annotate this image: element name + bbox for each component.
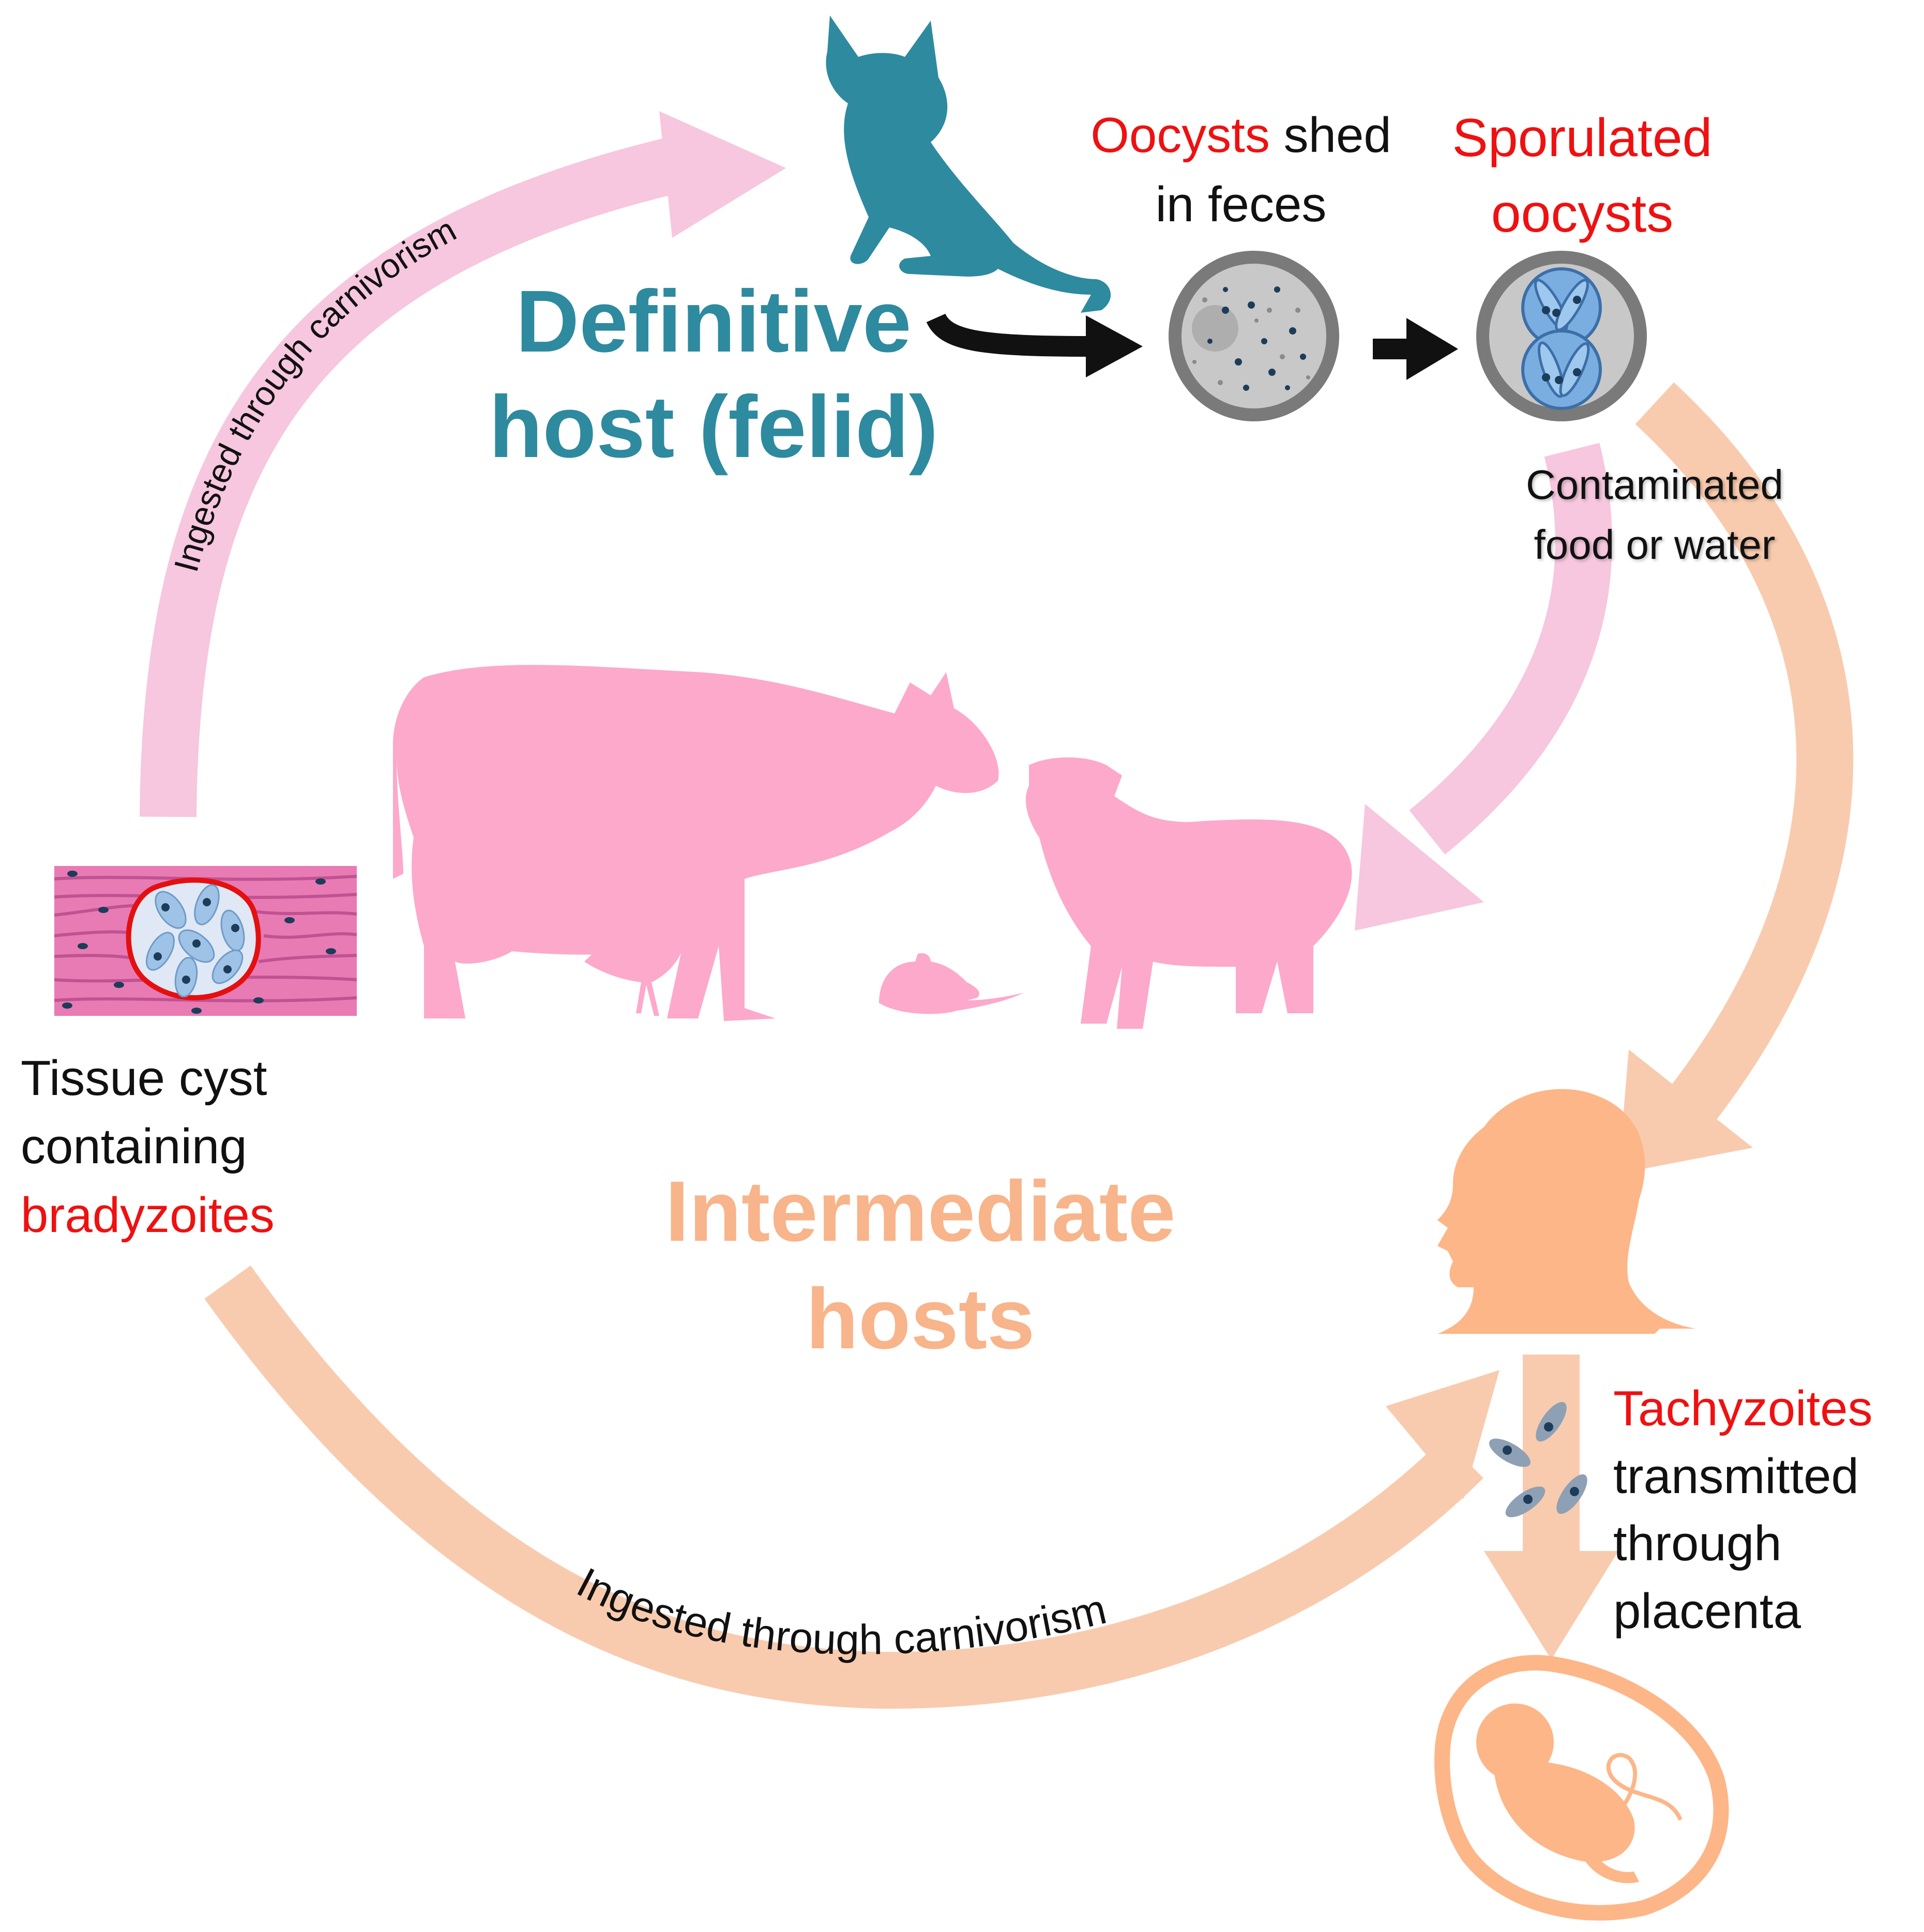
arrow-carnivorism-bottom bbox=[204, 1265, 1499, 1709]
tissue-cyst-label: Tissue cyst containing bradyzoites bbox=[21, 1044, 275, 1250]
contaminated-line1: Contaminated bbox=[1525, 462, 1784, 508]
tissue-cyst-line3: bradyzoites bbox=[21, 1187, 275, 1243]
tachyzoites-line4: placenta bbox=[1613, 1583, 1801, 1639]
intermediate-line1: Intermediate bbox=[665, 1164, 1176, 1259]
intermediate-hosts-label: Intermediate hosts bbox=[615, 1158, 1225, 1373]
definitive-host-label: Definitive host (felid) bbox=[465, 269, 962, 480]
bird-icon bbox=[584, 918, 695, 1016]
arrow-oocyst-to-woman bbox=[1618, 382, 1854, 1174]
arrow-tissue-to-cat bbox=[140, 111, 786, 817]
tachyzoites-label: Tachyzoites transmitted through placenta bbox=[1613, 1375, 1873, 1645]
arrow-oocyst-to-sporulated bbox=[1373, 318, 1458, 380]
fetus-icon bbox=[1434, 1655, 1729, 1921]
tissue-cyst-line2: containing bbox=[21, 1119, 247, 1175]
tissue-cyst-line1: Tissue cyst bbox=[21, 1051, 267, 1106]
woman-head-icon bbox=[1437, 1089, 1696, 1334]
tachyzoites-line2: transmitted bbox=[1613, 1448, 1859, 1504]
tachyzoites-line1: Tachyzoites bbox=[1613, 1381, 1873, 1436]
tachyzoites-line3: through bbox=[1613, 1516, 1782, 1572]
sporulated-label: Sporulated oocysts bbox=[1417, 101, 1748, 251]
cow-icon bbox=[393, 665, 999, 1021]
tissue-cyst-icon bbox=[54, 866, 357, 1016]
oocysts-red-text: Oocysts bbox=[1090, 108, 1270, 163]
oocysts-line2: in feces bbox=[1155, 177, 1327, 233]
mouse-icon bbox=[879, 953, 1024, 1014]
sporulated-line1: Sporulated bbox=[1452, 108, 1713, 168]
arrow-cat-to-oocyst bbox=[926, 313, 1143, 377]
sheep-icon bbox=[1025, 757, 1352, 1029]
intermediate-line2: hosts bbox=[806, 1271, 1035, 1367]
cat-icon bbox=[826, 16, 1111, 313]
contaminated-label: Contaminated food or water bbox=[1463, 455, 1846, 575]
definitive-host-line2: host (felid) bbox=[489, 378, 938, 476]
sporulated-oocyst-icon bbox=[1476, 251, 1647, 421]
arrow-woman-to-fetus bbox=[1484, 1355, 1618, 1660]
tachyzoite-icon bbox=[1489, 1402, 1587, 1517]
arc-label-top: Ingested through carnivorism bbox=[166, 210, 462, 575]
oocysts-label: Oocysts shed in feces bbox=[1055, 101, 1427, 240]
definitive-host-line1: Definitive bbox=[516, 272, 912, 371]
oocysts-shed-text: shed bbox=[1269, 108, 1391, 163]
oocyst-icon bbox=[1169, 251, 1339, 421]
sporulated-line2: oocysts bbox=[1491, 183, 1674, 244]
arrow-oocyst-to-livestock bbox=[1355, 443, 1612, 931]
contaminated-line2: food or water bbox=[1534, 522, 1776, 568]
